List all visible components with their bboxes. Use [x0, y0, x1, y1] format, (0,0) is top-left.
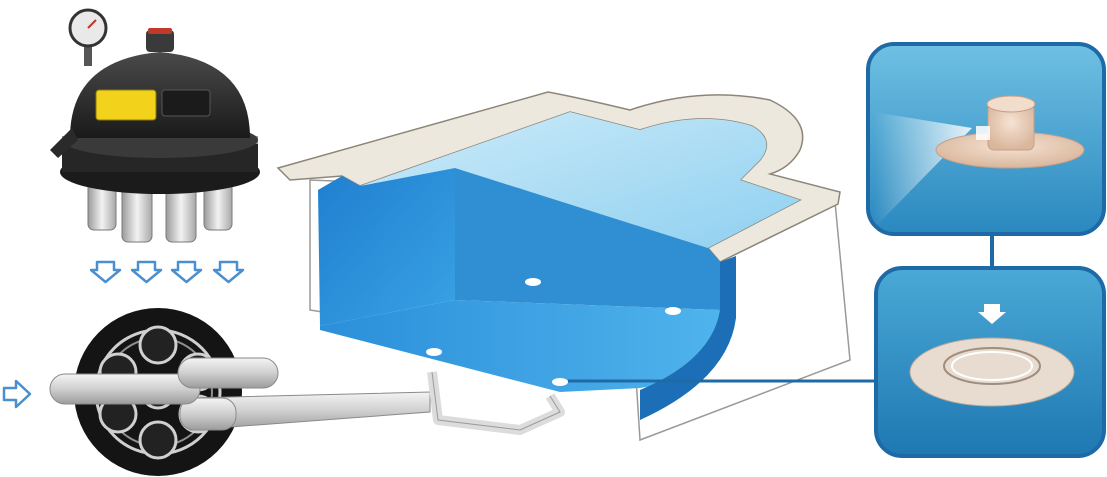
down-arrow-icon [170, 260, 203, 284]
pool-icon [276, 91, 851, 442]
down-arrow-icon [978, 304, 1006, 324]
pipe-bundle-icon [49, 308, 431, 476]
down-arrow-icon [89, 260, 122, 284]
right-arrow-icon [2, 379, 32, 409]
down-arrow-icon [212, 260, 245, 284]
floor-inlet-dot [665, 307, 681, 315]
filter-valve-icon [50, 8, 260, 243]
floor-inlet-dot [426, 348, 442, 356]
down-arrow-icon [130, 260, 163, 284]
flow-arrows [2, 260, 245, 409]
floor-nozzle-icon [874, 266, 1106, 458]
nozzle-spray-icon [866, 42, 1106, 236]
floor-inlet-dot [525, 278, 541, 286]
floor-inlet-dot [552, 378, 568, 386]
